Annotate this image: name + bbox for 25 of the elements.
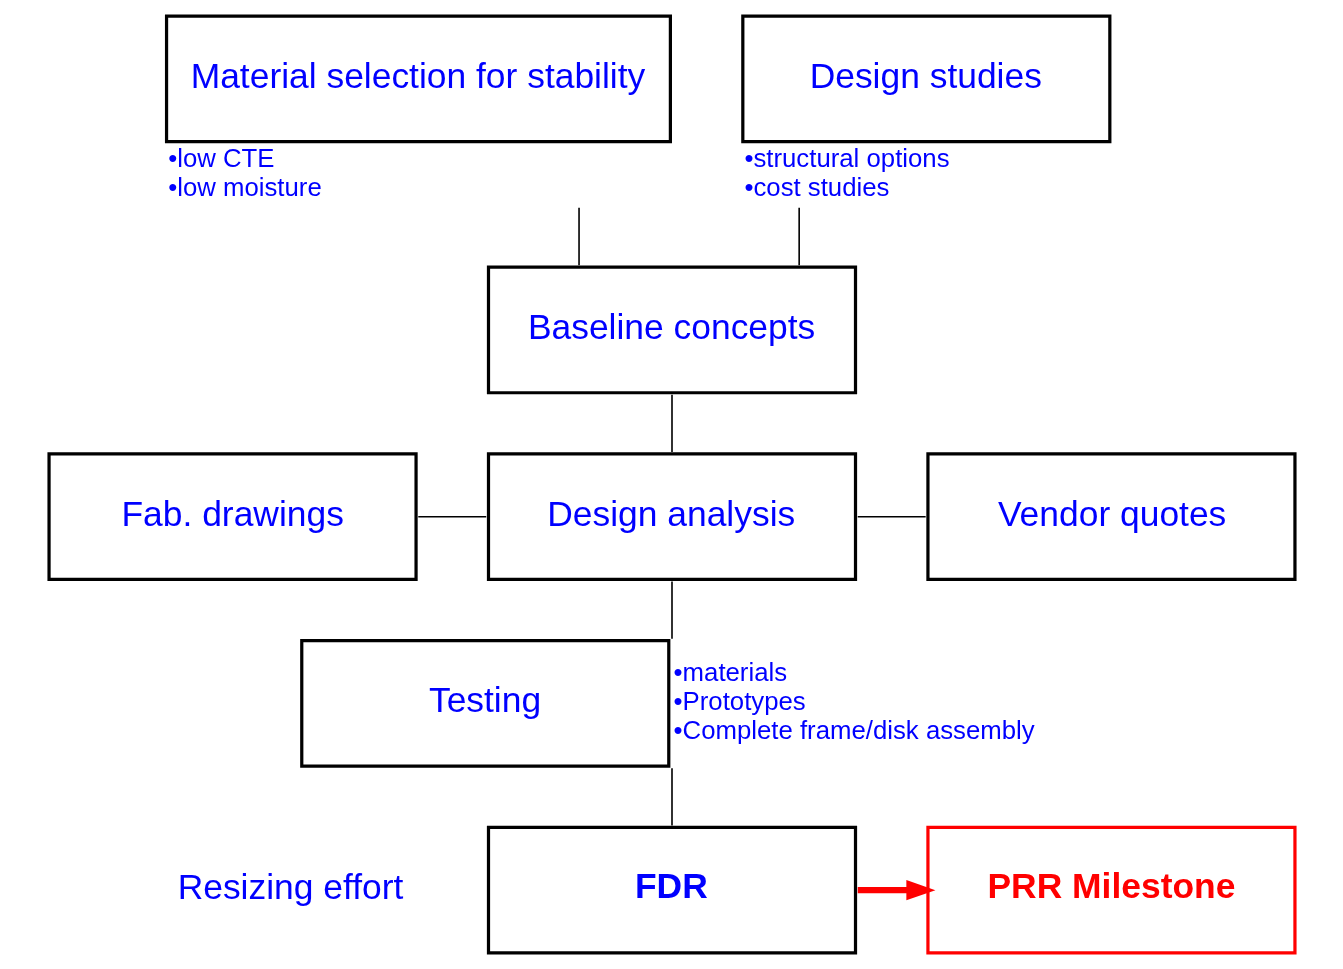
label: Resizing effort: [177, 867, 403, 908]
connector: [670, 767, 673, 827]
connector: [577, 206, 580, 267]
arrow: [857, 879, 935, 901]
node-box: Design studies: [740, 14, 1111, 144]
node-box: Fab. drawings: [46, 452, 418, 582]
node-box: FDR: [486, 825, 857, 955]
connector: [416, 515, 487, 518]
node-label: •low CTE: [167, 144, 274, 173]
node-label: •Complete frame/disk assembly: [673, 715, 1035, 744]
node-label: •low moisture: [167, 173, 322, 202]
connector: [670, 580, 673, 640]
node-box: Material selection for stability: [164, 14, 672, 144]
node-label: •cost studies: [743, 173, 889, 202]
node-label: •materials: [673, 657, 787, 686]
connector: [670, 393, 673, 453]
node-box: Vendor quotes: [925, 452, 1297, 582]
node-box: PRR Milestone: [925, 825, 1297, 955]
connector: [856, 515, 926, 518]
node-box: Baseline concepts: [486, 265, 857, 395]
node-label: •Prototypes: [673, 686, 806, 715]
connector: [797, 206, 800, 267]
node-box: Testing: [299, 639, 670, 768]
node-label: •structural options: [743, 144, 950, 173]
node-box: Design analysis: [486, 452, 857, 582]
